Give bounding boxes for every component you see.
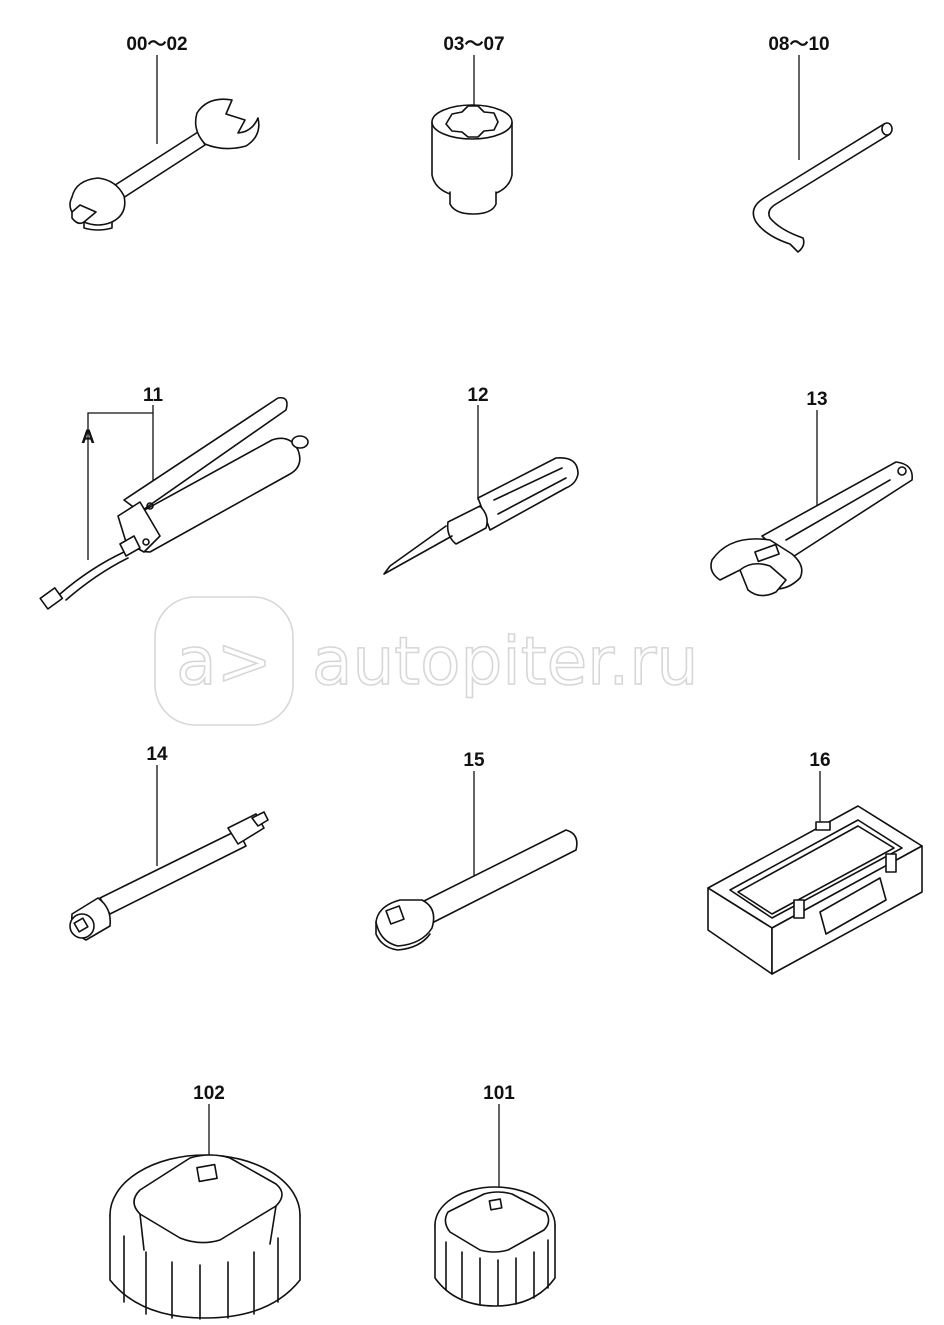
- filter-wrench-small-icon: [434, 1186, 556, 1307]
- label-screwdriver: 12: [467, 385, 488, 406]
- leader-grease-gun-a: [87, 412, 153, 450]
- screwdriver-group: 12: [383, 385, 579, 575]
- label-socket: 03～07: [443, 34, 504, 55]
- grease-gun-group: 11 A: [39, 385, 309, 610]
- filter-wrench-large-group: 102: [109, 1083, 301, 1320]
- label-hex-key: 08～10: [768, 34, 829, 55]
- filter-wrench-large-icon: [109, 1154, 301, 1320]
- tool-box-icon: [707, 805, 923, 975]
- watermark: a> autopiter.ru: [154, 596, 699, 726]
- watermark-text: autopiter.ru: [312, 623, 698, 700]
- socket-group: 03～07: [431, 34, 513, 215]
- adjustable-wrench-group: 13: [710, 389, 913, 597]
- extension-bar-group: 14: [69, 744, 269, 941]
- extension-bar-icon: [69, 811, 269, 941]
- socket-icon: [431, 104, 513, 215]
- hex-key-icon: [752, 122, 893, 253]
- label-tool-box: 16: [809, 750, 830, 771]
- adjustable-wrench-icon: [710, 461, 913, 597]
- label-ratchet-handle: 15: [463, 750, 485, 771]
- tool-box-group: 16: [707, 750, 923, 975]
- label-adjustable-wrench: 13: [806, 389, 827, 410]
- watermark-logo: a>: [176, 623, 272, 700]
- watermark-logo-frame: [154, 596, 294, 726]
- label-filter-wrench-small: 101: [483, 1083, 515, 1104]
- ratchet-handle-icon: [375, 829, 578, 951]
- screwdriver-icon: [383, 457, 579, 575]
- label-spanner: 00～02: [126, 34, 187, 55]
- label-filter-wrench-large: 102: [193, 1083, 225, 1104]
- label-extension-bar: 14: [146, 744, 168, 765]
- label-grease-gun: 11: [143, 385, 164, 406]
- spanner-icon: [69, 98, 260, 231]
- filter-wrench-small-group: 101: [434, 1083, 556, 1307]
- ratchet-handle-group: 15: [375, 750, 578, 951]
- spanner-group: 00～02: [69, 34, 260, 231]
- grease-gun-icon: [39, 396, 309, 610]
- hex-key-group: 08～10: [752, 34, 893, 253]
